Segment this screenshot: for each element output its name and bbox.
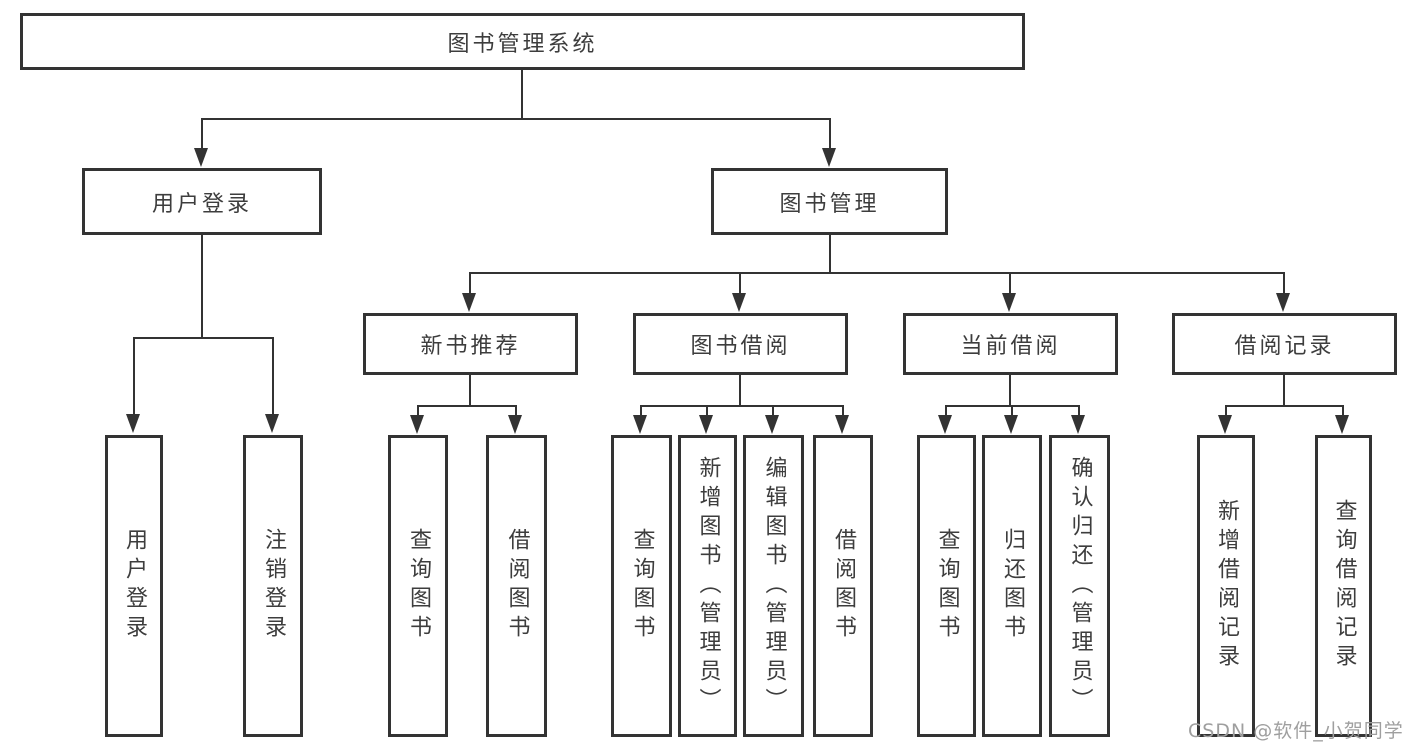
node-label: 图书管理系统 <box>447 31 598 57</box>
connector-line <box>417 405 517 407</box>
connector-line <box>1225 405 1227 416</box>
node-label: 借阅记录 <box>1234 334 1335 359</box>
node-book-management: 图书管理 <box>711 168 948 235</box>
csdn-watermark: CSDN @软件_小贺同学 <box>1188 720 1404 742</box>
connector-line <box>1011 405 1013 416</box>
arrowhead-down <box>633 415 647 434</box>
connector-line <box>469 272 471 294</box>
arrowhead-down <box>1004 415 1018 434</box>
connector-line <box>133 337 274 339</box>
connector-line <box>521 70 523 118</box>
connector-line <box>739 272 741 294</box>
arrowhead-down <box>699 415 713 434</box>
leaf-logout: 注销登录 <box>243 435 303 737</box>
connector-line <box>829 118 831 150</box>
connector-line <box>272 337 274 415</box>
leaf-label: 归还图书 <box>1000 528 1025 644</box>
arrowhead-down <box>508 415 522 434</box>
leaf-label: 查询借阅记录 <box>1331 499 1357 673</box>
leaf-label: 新增图书（管理员） <box>695 455 721 717</box>
node-label: 图书借阅 <box>690 334 791 359</box>
arrowhead-down <box>265 414 279 433</box>
node-book-borrow: 图书借阅 <box>633 313 848 375</box>
connector-line <box>201 118 831 120</box>
connector-line <box>133 337 135 415</box>
arrowhead-down <box>732 293 746 312</box>
connector-line <box>1009 272 1011 294</box>
node-label: 当前借阅 <box>960 334 1061 359</box>
leaf-label: 编辑图书（管理员） <box>761 455 787 717</box>
node-label: 图书管理 <box>779 191 880 217</box>
node-label: 新书推荐 <box>420 334 521 359</box>
arrowhead-down <box>462 293 476 312</box>
connector-line <box>706 405 708 416</box>
arrowhead-down <box>822 148 836 167</box>
arrowhead-down <box>1002 293 1016 312</box>
leaf-label: 借阅图书 <box>504 528 530 644</box>
connector-line <box>842 405 844 416</box>
leaf-edit-book-admin: 编辑图书（管理员） <box>743 435 804 737</box>
arrowhead-down <box>410 415 424 434</box>
arrowhead-down <box>938 415 952 434</box>
node-current-borrow: 当前借阅 <box>903 313 1118 375</box>
connector-line <box>829 235 831 272</box>
leaf-query-books-borrow: 查询图书 <box>611 435 672 737</box>
connector-line <box>1342 405 1344 416</box>
leaf-query-books-current: 查询图书 <box>917 435 976 737</box>
leaf-label: 注销登录 <box>261 528 286 644</box>
node-label: 用户登录 <box>151 191 252 217</box>
arrowhead-down <box>1071 415 1085 434</box>
leaf-borrow-books-recommend: 借阅图书 <box>486 435 547 737</box>
node-library-system: 图书管理系统 <box>20 13 1025 70</box>
leaf-label: 借阅图书 <box>831 528 856 644</box>
arrowhead-down <box>1218 415 1232 434</box>
leaf-label: 查询图书 <box>629 528 655 644</box>
node-new-book-recommend: 新书推荐 <box>363 313 578 375</box>
connector-line <box>1283 375 1285 405</box>
arrowhead-down <box>835 415 849 434</box>
connector-line <box>640 405 642 416</box>
leaf-label: 查询图书 <box>406 528 431 644</box>
connector-line <box>201 235 203 337</box>
leaf-borrow-books: 借阅图书 <box>813 435 873 737</box>
leaf-label: 新增借阅记录 <box>1214 499 1239 673</box>
node-borrow-records: 借阅记录 <box>1172 313 1397 375</box>
leaf-query-books-recommend: 查询图书 <box>388 435 448 737</box>
node-user-login: 用户登录 <box>82 168 322 235</box>
leaf-add-borrow-record: 新增借阅记录 <box>1197 435 1255 737</box>
connector-line <box>469 272 1285 274</box>
connector-line <box>1283 272 1285 294</box>
connector-line <box>469 375 471 405</box>
connector-line <box>515 405 517 416</box>
leaf-return-books: 归还图书 <box>982 435 1042 737</box>
connector-line <box>945 405 947 416</box>
connector-line <box>417 405 419 416</box>
leaf-user-login: 用户登录 <box>105 435 163 737</box>
arrowhead-down <box>1335 415 1349 434</box>
connector-line <box>772 405 774 416</box>
leaf-confirm-return-admin: 确认归还（管理员） <box>1049 435 1110 737</box>
leaf-label: 确认归还（管理员） <box>1067 455 1093 717</box>
connector-line <box>739 375 741 405</box>
leaf-label: 查询图书 <box>934 528 960 644</box>
connector-line <box>1078 405 1080 416</box>
leaf-label: 用户登录 <box>122 528 147 644</box>
connector-line <box>640 405 843 407</box>
arrowhead-down <box>126 414 140 433</box>
arrowhead-down <box>1276 293 1290 312</box>
leaf-add-book-admin: 新增图书（管理员） <box>678 435 737 737</box>
arrowhead-down <box>765 415 779 434</box>
connector-line <box>201 118 203 150</box>
leaf-query-borrow-record: 查询借阅记录 <box>1315 435 1372 737</box>
connector-line <box>1009 375 1011 405</box>
arrowhead-down <box>194 148 208 167</box>
connector-line <box>1225 405 1344 407</box>
